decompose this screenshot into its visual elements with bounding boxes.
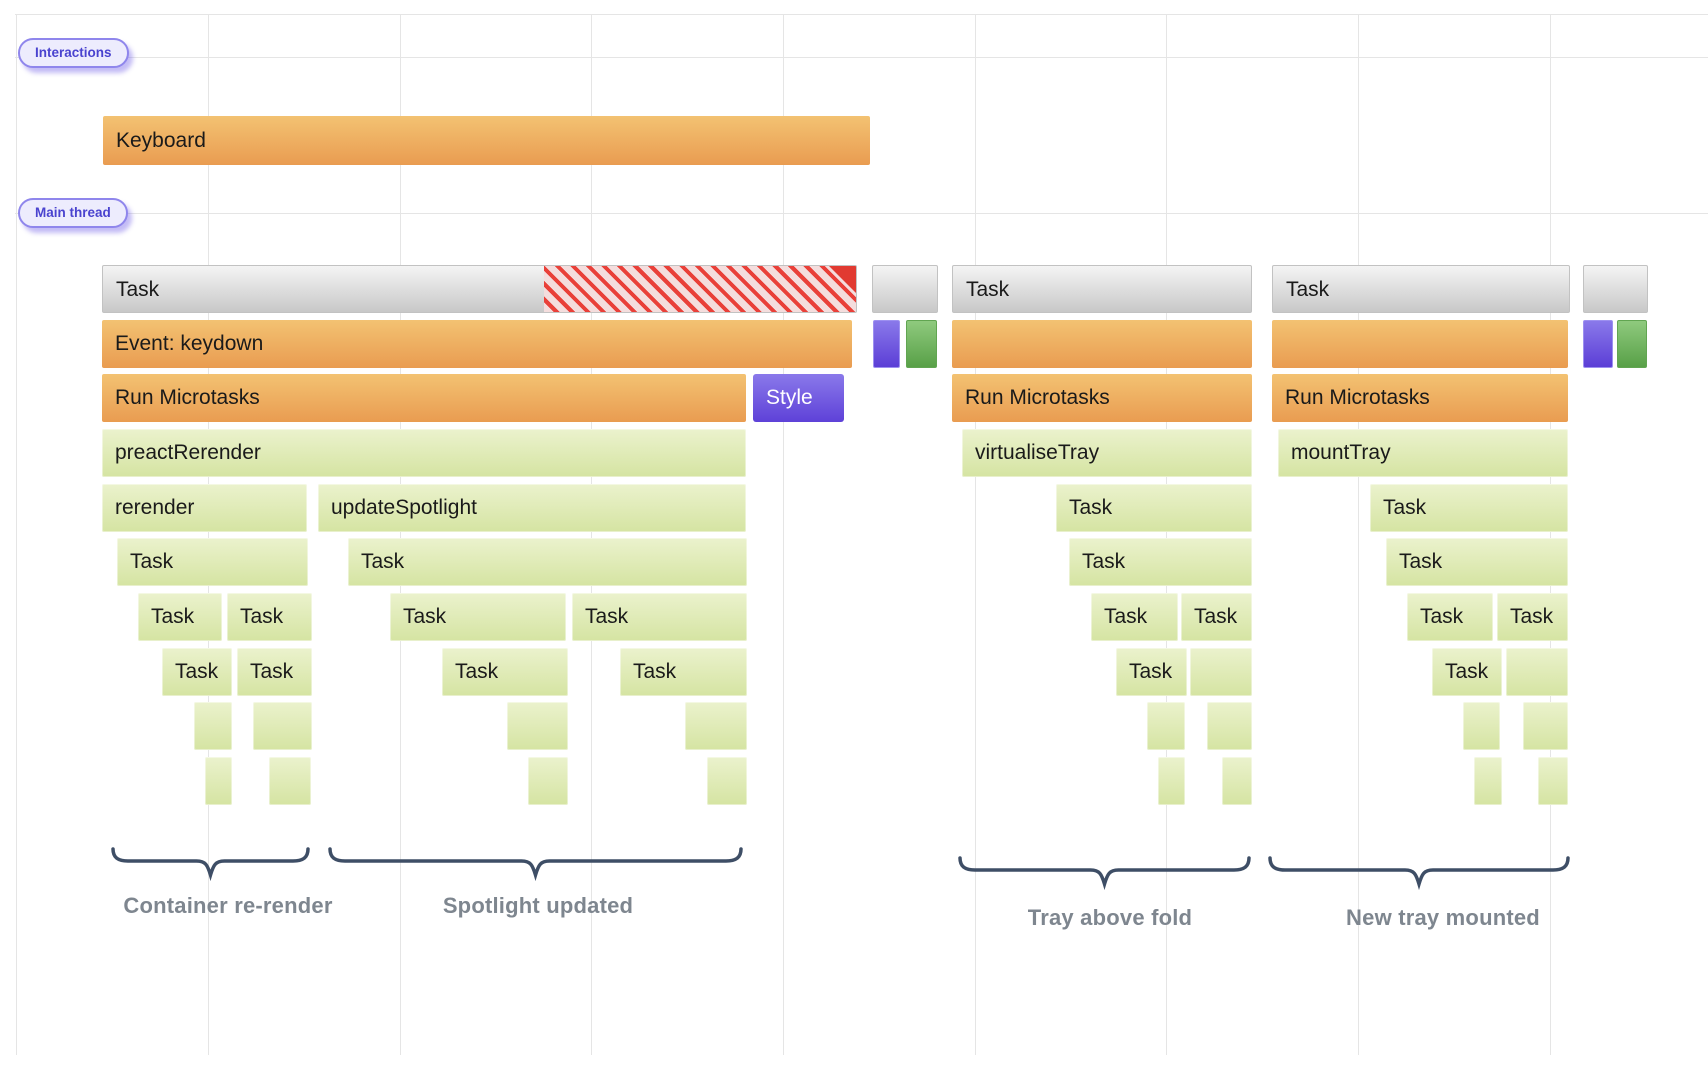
annotation-brace-spotlight-updated: [328, 847, 743, 882]
rendering-marker-block[interactable]: [873, 320, 900, 368]
annotation-label-new-tray-mounted: New tray mounted: [1346, 905, 1540, 930]
task-block[interactable]: [1474, 757, 1502, 805]
task-bar[interactable]: Task: [348, 538, 747, 586]
task-block[interactable]: [1158, 757, 1185, 805]
update-spotlight-bar[interactable]: updateSpotlight: [318, 484, 746, 532]
annotation-label-spotlight-updated: Spotlight updated: [442, 893, 634, 918]
task-bar[interactable]: Task: [952, 265, 1252, 313]
task-bar[interactable]: Task: [390, 593, 566, 641]
task-block[interactable]: [685, 702, 747, 750]
track-label-interactions[interactable]: Interactions: [18, 38, 129, 68]
task-bar[interactable]: Task: [1407, 593, 1493, 641]
event-bar[interactable]: [1272, 320, 1568, 368]
event-keydown-bar[interactable]: Event: keydown: [102, 320, 852, 368]
task-block[interactable]: [1463, 702, 1500, 750]
preact-rerender-bar[interactable]: preactRerender: [102, 429, 746, 477]
task-block[interactable]: [528, 757, 568, 805]
task-bar-long[interactable]: Task: [102, 265, 857, 313]
task-bar[interactable]: Task: [117, 538, 308, 586]
task-bar-small[interactable]: [872, 265, 938, 313]
virtualise-tray-bar[interactable]: virtualiseTray: [962, 429, 1252, 477]
gridline-horizontal: [15, 213, 1708, 214]
run-microtasks-bar[interactable]: Run Microtasks: [102, 374, 746, 422]
task-block[interactable]: [1190, 648, 1252, 696]
gridline-vertical: [975, 14, 976, 1055]
task-bar-small[interactable]: [1583, 265, 1648, 313]
task-bar[interactable]: Task: [1272, 265, 1570, 313]
task-bar[interactable]: Task: [1056, 484, 1252, 532]
gridline-horizontal: [15, 57, 1708, 58]
task-block[interactable]: [1506, 648, 1568, 696]
task-bar[interactable]: Task: [1116, 648, 1187, 696]
task-block[interactable]: [1222, 757, 1252, 805]
task-bar[interactable]: Task: [1091, 593, 1178, 641]
style-recalc-bar[interactable]: Style: [753, 374, 844, 422]
gridline-vertical: [1550, 14, 1551, 1055]
task-bar[interactable]: Task: [162, 648, 232, 696]
gridline-horizontal: [15, 14, 1708, 15]
long-task-hatch-overlay: [544, 266, 856, 312]
annotation-brace-tray-above-fold: [958, 856, 1251, 891]
painting-marker-block[interactable]: [1617, 320, 1647, 368]
gridline-vertical: [783, 14, 784, 1055]
task-bar[interactable]: Task: [138, 593, 222, 641]
rerender-bar[interactable]: rerender: [102, 484, 307, 532]
event-bar[interactable]: [952, 320, 1252, 368]
task-bar[interactable]: Task: [1069, 538, 1252, 586]
task-block[interactable]: [707, 757, 747, 805]
task-block[interactable]: [194, 702, 232, 750]
rendering-marker-block[interactable]: [1583, 320, 1613, 368]
task-bar[interactable]: Task: [1386, 538, 1568, 586]
gridline-vertical: [400, 14, 401, 1055]
annotation-label-tray-above-fold: Tray above fold: [1027, 905, 1193, 930]
gridline-vertical: [1358, 14, 1359, 1055]
task-bar[interactable]: Task: [1181, 593, 1252, 641]
annotation-brace-container-rerender: [111, 847, 310, 882]
task-bar[interactable]: Task: [1432, 648, 1502, 696]
task-block[interactable]: [1147, 702, 1185, 750]
track-label-main-thread[interactable]: Main thread: [18, 198, 128, 228]
task-block[interactable]: [205, 757, 232, 805]
task-bar[interactable]: Task: [237, 648, 312, 696]
task-bar[interactable]: Task: [442, 648, 568, 696]
gridline-vertical: [208, 14, 209, 1055]
task-block[interactable]: [253, 702, 312, 750]
task-block[interactable]: [1207, 702, 1252, 750]
task-block[interactable]: [507, 702, 568, 750]
interaction-keyboard-bar[interactable]: Keyboard: [103, 116, 870, 165]
painting-marker-block[interactable]: [906, 320, 937, 368]
run-microtasks-bar[interactable]: Run Microtasks: [1272, 374, 1568, 422]
task-bar[interactable]: Task: [620, 648, 747, 696]
run-microtasks-bar[interactable]: Run Microtasks: [952, 374, 1252, 422]
task-block[interactable]: [1538, 757, 1568, 805]
gridline-vertical: [591, 14, 592, 1055]
long-task-alert-triangle-icon: [829, 266, 856, 293]
task-block[interactable]: [1523, 702, 1568, 750]
annotation-label-container-rerender: Container re-render: [123, 893, 333, 918]
gridline-vertical: [1166, 14, 1167, 1055]
mount-tray-bar[interactable]: mountTray: [1278, 429, 1568, 477]
gridline-vertical: [16, 14, 17, 1055]
task-bar[interactable]: Task: [572, 593, 747, 641]
task-block[interactable]: [269, 757, 311, 805]
annotation-brace-new-tray-mounted: [1268, 856, 1570, 891]
task-bar[interactable]: Task: [227, 593, 312, 641]
task-bar[interactable]: Task: [1497, 593, 1568, 641]
task-label: Task: [116, 278, 160, 301]
task-bar[interactable]: Task: [1370, 484, 1568, 532]
